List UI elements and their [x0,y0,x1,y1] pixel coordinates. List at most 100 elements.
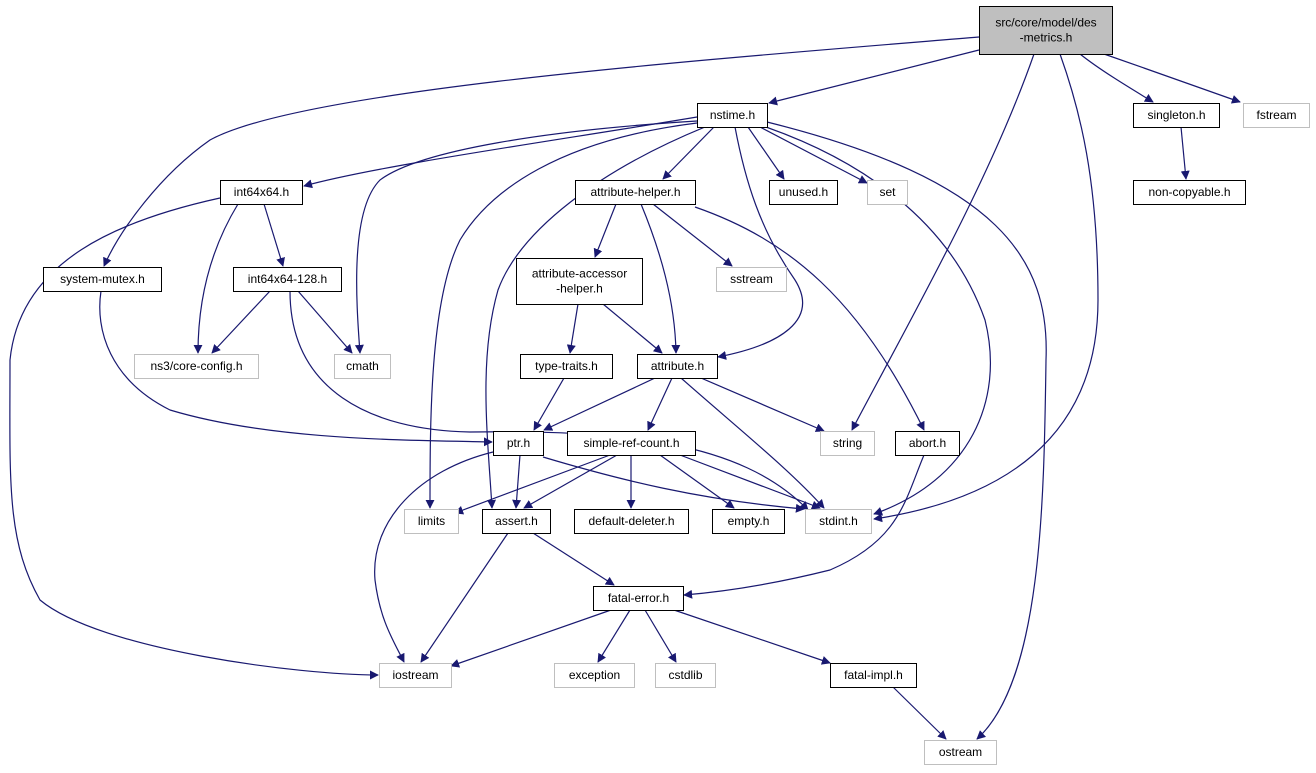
node-label-des-metrics-line-2: -metrics.h [1020,31,1073,45]
node-box-set [867,180,908,205]
edge-attribute-to-string [700,377,825,432]
edge-nstime-to-limits [425,122,698,509]
edge-nstime-to-ostream [766,121,1047,740]
node-label-assert: assert.h [495,514,538,528]
node-box-limits [404,509,459,534]
node-box-fatal-impl [830,663,917,688]
edge-int64x64-128-to-cmath [297,290,353,354]
node-label-ostream: ostream [939,745,982,759]
node-default-deleter[interactable]: default-deleter.h [574,509,689,534]
edge-simple-ref-count-to-stdint [679,454,821,510]
node-ptr[interactable]: ptr.h [493,431,544,456]
node-int64x64[interactable]: int64x64.h [220,180,303,205]
edge-ptr-to-iostream [374,451,494,663]
edge-des-metrics-to-system-mutex [103,36,980,267]
node-box-int64x64-128 [233,267,342,292]
node-label-fstream: fstream [1256,108,1296,122]
edge-nstime-to-int64x64 [303,116,698,189]
edge-attribute-to-simple-ref-count [647,377,673,431]
node-label-system-mutex: system-mutex.h [60,272,145,286]
node-box-attribute-helper [575,180,696,205]
node-label-iostream: iostream [392,668,438,682]
edge-attribute-helper-to-sstream [652,203,733,267]
node-sstream: sstream [716,267,787,292]
edge-nstime-to-assert [485,126,706,509]
edge-des-metrics-to-nstime [768,49,980,106]
node-box-sstream [716,267,787,292]
node-label-attribute: attribute.h [651,359,704,373]
node-box-singleton [1133,103,1220,128]
edge-attribute-helper-to-attribute [640,203,681,354]
node-box-des-metrics [979,6,1113,55]
edge-int64x64-to-ns3-core-config [193,203,239,354]
node-box-exception [554,663,635,688]
edge-des-metrics-to-singleton [1079,53,1154,103]
edge-nstime-to-cmath [354,120,698,354]
edge-fatal-error-to-iostream [450,609,612,668]
node-label-simple-ref-count: simple-ref-count.h [583,436,679,450]
node-label-stdint: stdint.h [819,514,858,528]
dependency-edges [9,36,1241,740]
node-label-nstime: nstime.h [710,108,755,122]
edge-ptr-to-stdint [542,456,805,513]
node-attribute[interactable]: attribute.h [637,354,718,379]
node-des-metrics: src/core/model/des-metrics.h [979,6,1113,55]
node-label-sstream: sstream [730,272,773,286]
node-box-string [820,431,875,456]
node-label-set: set [879,185,896,199]
node-label-default-deleter: default-deleter.h [588,514,674,528]
node-type-traits[interactable]: type-traits.h [520,354,613,379]
edge-ptr-to-assert [512,454,522,509]
node-label-non-copyable: non-copyable.h [1148,185,1230,199]
node-box-fatal-error [593,586,684,611]
node-empty[interactable]: empty.h [712,509,785,534]
edge-attribute-accessor-helper-to-type-traits [566,303,579,354]
node-simple-ref-count[interactable]: simple-ref-count.h [567,431,696,456]
edge-des-metrics-to-fstream [1103,53,1241,104]
node-box-cstdlib [655,663,716,688]
edge-des-metrics-to-string [851,53,1035,431]
edge-nstime-to-set [759,126,868,184]
edge-simple-ref-count-to-assert [523,454,618,509]
edge-singleton-to-non-copyable [1180,126,1190,180]
node-box-stdint [805,509,872,534]
node-label-fatal-impl: fatal-impl.h [844,668,903,682]
node-fstream: fstream [1243,103,1310,128]
node-non-copyable[interactable]: non-copyable.h [1133,180,1246,205]
node-label-attribute-accessor-helper-line-1: attribute-accessor [532,267,627,281]
node-attribute-accessor-helper[interactable]: attribute-accessor-helper.h [516,258,643,305]
node-box-int64x64 [220,180,303,205]
node-fatal-impl[interactable]: fatal-impl.h [830,663,917,688]
node-int64x64-128[interactable]: int64x64-128.h [233,267,342,292]
node-cmath: cmath [334,354,391,379]
node-label-ptr: ptr.h [507,436,530,450]
edge-fatal-error-to-cstdlib [644,609,677,663]
node-fatal-error[interactable]: fatal-error.h [593,586,684,611]
node-box-ptr [493,431,544,456]
node-unused[interactable]: unused.h [769,180,838,205]
node-box-nstime [697,103,768,128]
node-ostream: ostream [924,740,997,765]
node-attribute-helper[interactable]: attribute-helper.h [575,180,696,205]
node-label-des-metrics-line-1: src/core/model/des [995,16,1096,30]
edge-attribute-helper-to-attribute-accessor-helper [593,203,617,258]
node-label-abort: abort.h [909,436,946,450]
node-stdint: stdint.h [805,509,872,534]
node-box-assert [482,509,551,534]
node-singleton[interactable]: singleton.h [1133,103,1220,128]
node-ns3-core-config: ns3/core-config.h [134,354,259,379]
node-label-string: string [833,436,862,450]
edge-attribute-to-ptr [543,377,656,431]
node-box-empty [712,509,785,534]
node-box-fstream [1243,103,1310,128]
edge-int64x64-128-to-ns3-core-config [211,290,271,354]
node-abort[interactable]: abort.h [895,431,960,456]
node-box-attribute [637,354,718,379]
edge-assert-to-iostream [420,532,509,663]
node-label-ns3-core-config: ns3/core-config.h [150,359,242,373]
node-system-mutex[interactable]: system-mutex.h [43,267,162,292]
node-assert[interactable]: assert.h [482,509,551,534]
node-label-empty: empty.h [728,514,770,528]
node-nstime[interactable]: nstime.h [697,103,768,128]
